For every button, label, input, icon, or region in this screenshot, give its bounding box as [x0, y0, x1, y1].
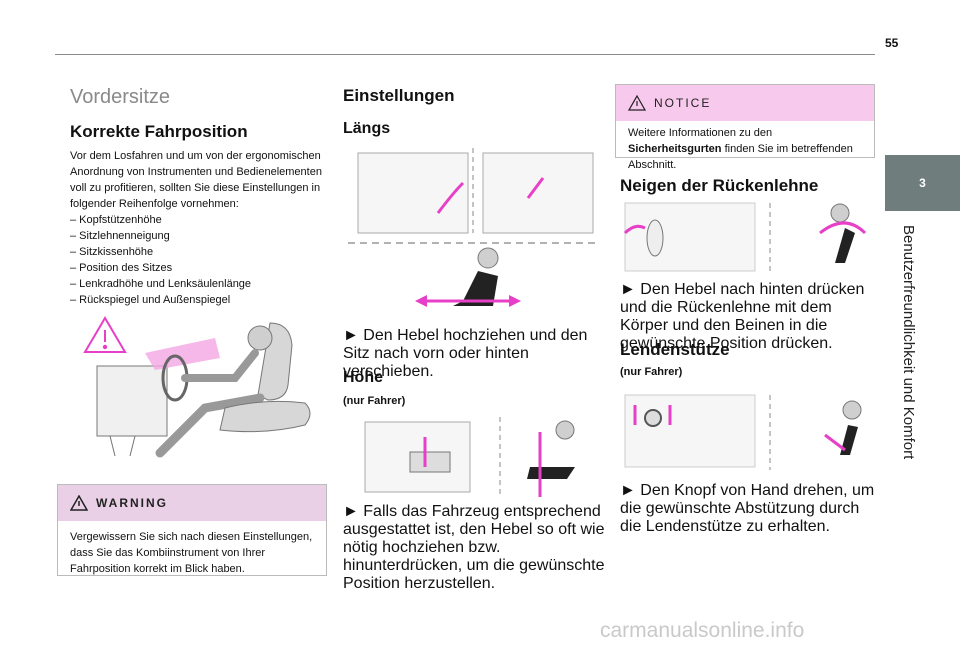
notice-icon	[628, 95, 646, 111]
rueckenlehne-text: ► Den Hebel nach hinten drücken und die …	[620, 281, 865, 352]
section-title: Vordersitze	[70, 86, 170, 109]
warning-box: WARNING Vergewissern Sie sich nach diese…	[57, 484, 327, 576]
laengs-text: ► Den Hebel hochziehen und den Sitz nach…	[343, 327, 588, 380]
intro-text: Vor dem Losfahren und um von der ergonom…	[70, 150, 322, 210]
intro-block: Vor dem Losfahren und um von der ergonom…	[70, 148, 326, 308]
list-item: – Lenkradhöhe und Lenksäulenlänge	[70, 278, 252, 290]
notice-link[interactable]: Sicherheitsgurten	[628, 143, 722, 155]
list-item: – Kopfstützenhöhe	[70, 214, 162, 226]
warning-title: WARNING	[96, 496, 168, 510]
lendenstuetze-note: (nur Fahrer)	[620, 366, 683, 378]
top-rule	[55, 54, 875, 55]
watermark: carmanualsonline.info	[600, 619, 805, 642]
heading-laengs: Längs	[343, 120, 391, 137]
notice-box: NOTICE Weitere Informationen zu den Sich…	[615, 84, 875, 171]
warning-header: WARNING	[58, 485, 326, 521]
warning-triangle-icon	[83, 316, 127, 353]
page-number: 55	[885, 36, 899, 50]
notice-title: NOTICE	[654, 96, 712, 110]
heading-rueckenlehne: Neigen der Rückenlehne	[620, 176, 819, 195]
notice-text: Weitere Informationen zu den Sicherheits…	[616, 121, 874, 181]
warning-icon	[70, 495, 88, 511]
lendenstuetze-text: ► Den Knopf von Hand drehen, um die gewü…	[620, 482, 875, 535]
heading-hoehe: Höhe	[343, 369, 383, 386]
adjust-list: – Kopfstützenhöhe – Sitzlehnenneigung – …	[70, 212, 326, 308]
list-item: – Position des Sitzes	[70, 262, 173, 274]
heading-lendenstuetze: Lendenstütze	[620, 340, 730, 359]
chapter-tab[interactable]: 3	[885, 155, 960, 211]
heading-einstellungen: Einstellungen	[343, 86, 455, 105]
heading-fahrposition: Korrekte Fahrposition	[70, 122, 248, 141]
driving-position-illustration	[83, 316, 311, 458]
notice-text-pre: Weitere Informationen zu den	[628, 127, 773, 139]
section-title-text: Vordersitze	[70, 86, 171, 108]
notice-header: NOTICE	[616, 85, 874, 121]
warning-text: Vergewissern Sie sich nach diesen Einste…	[70, 531, 313, 575]
backrest-adjust-illustration	[623, 202, 867, 273]
chapter-title: Benutzerfreundlichkeit und Komfort	[900, 225, 917, 460]
hoehe-note: (nur Fahrer)	[343, 395, 406, 407]
list-item: – Rückspiegel und Außenspiegel	[70, 294, 231, 306]
list-item: – Sitzlehnenneigung	[70, 230, 170, 242]
lumbar-adjust-illustration	[624, 394, 862, 470]
height-adjust-illustration	[364, 417, 575, 497]
longitudinal-adjust-illustration	[348, 148, 598, 307]
list-item: – Sitzkissenhöhe	[70, 246, 154, 258]
hoehe-text: ► Falls das Fahrzeug entsprechend ausges…	[343, 503, 605, 592]
notice-text-post: finden Sie im betreffenden Abschnitt.	[628, 143, 853, 171]
